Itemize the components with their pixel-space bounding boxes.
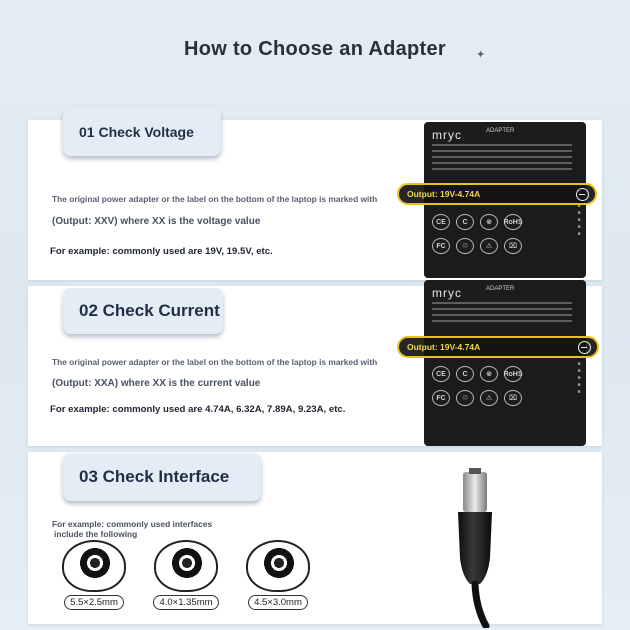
adapter-cert-icons: CE C ⊗ RoHS — [432, 214, 523, 230]
tab-check-current: 02 Check Current — [63, 288, 223, 334]
fc-icon: FC — [432, 238, 450, 254]
cert-icon: CE — [432, 214, 450, 230]
bin-icon: ⌧ — [504, 238, 522, 254]
cert-icon: C — [456, 366, 474, 382]
voltage-line2: (Output: XXV) where XX is the voltage va… — [52, 216, 261, 227]
callout-text: Output: 19V-4.74A — [407, 342, 481, 352]
adapter-side-code: ■■■■■■■■ — [576, 340, 582, 396]
adapter-side-code: ■■■■■■■■ — [576, 182, 582, 238]
adapter-label-lines — [432, 302, 572, 326]
current-example: For example: commonly used are 4.74A, 6.… — [50, 404, 346, 415]
current-line1: The original power adapter or the label … — [52, 357, 378, 367]
bin-icon: ⌧ — [504, 390, 522, 406]
sparkle-icon: ✦ — [476, 49, 486, 61]
plug-size-label: 4.0×1.35mm — [153, 595, 219, 610]
cert-icon: ⊗ — [480, 366, 498, 382]
adapter-cert-icons-row2: FC ♲ ⚠ ⌧ — [432, 390, 522, 406]
page-title: How to Choose an Adapter — [183, 38, 447, 60]
adapter-cert-icons-row2: FC ♲ ⚠ ⌧ — [432, 238, 522, 254]
dc-plug-icon — [154, 540, 218, 592]
plug-size-label: 4.5×3.0mm — [248, 595, 308, 610]
adapter-model: ADAPTER — [486, 286, 515, 292]
cert-icon: C — [456, 214, 474, 230]
minus-circle-icon — [578, 341, 591, 354]
output-callout-1: Output: 19V-4.74A — [397, 183, 597, 205]
current-line2: (Output: XXA) where XX is the current va… — [52, 378, 261, 389]
cert-icon: RoHS — [503, 214, 523, 230]
voltage-line1: The original power adapter or the label … — [52, 194, 378, 204]
adapter-model: ADAPTER — [486, 128, 515, 134]
plug-size-label: 5.5×2.5mm — [64, 595, 124, 610]
plug-4-5x3-0: 4.5×3.0mm — [239, 540, 317, 610]
fc-icon: FC — [432, 390, 450, 406]
dc-plug-icon — [62, 540, 126, 592]
cert-icon: ⊗ — [480, 214, 498, 230]
interface-example-line2: include the following — [54, 529, 138, 539]
interface-example-line1: For example: commonly used interfaces — [52, 519, 213, 529]
dc-plug-icon — [246, 540, 310, 592]
callout-text: Output: 19V-4.74A — [407, 189, 481, 199]
adapter-photo-2: mryc ADAPTER CE C ⊗ RoHS FC ♲ ⚠ ⌧ ■■■■■■… — [424, 280, 586, 446]
adapter-label-lines — [432, 144, 572, 174]
voltage-example: For example: commonly used are 19V, 19.5… — [50, 246, 273, 257]
warning-icon: ⚠ — [480, 390, 498, 406]
cert-icon: RoHS — [503, 366, 523, 382]
output-callout-2: Output: 19V-4.74A — [397, 336, 599, 358]
recycle-icon: ♲ — [456, 390, 474, 406]
adapter-cert-icons: CE C ⊗ RoHS — [432, 366, 523, 382]
tab-check-interface: 03 Check Interface — [63, 453, 261, 501]
recycle-icon: ♲ — [456, 238, 474, 254]
plug-5-5x2-5: 5.5×2.5mm — [55, 540, 133, 610]
tab-check-voltage: 01 Check Voltage — [63, 108, 221, 156]
dc-cable-icon — [458, 468, 492, 628]
cert-icon: CE — [432, 366, 450, 382]
plug-4-0x1-35: 4.0×1.35mm — [147, 540, 225, 610]
minus-circle-icon — [576, 188, 589, 201]
warning-icon: ⚠ — [480, 238, 498, 254]
adapter-brand: mryc — [432, 286, 462, 300]
adapter-brand: mryc — [432, 128, 462, 142]
